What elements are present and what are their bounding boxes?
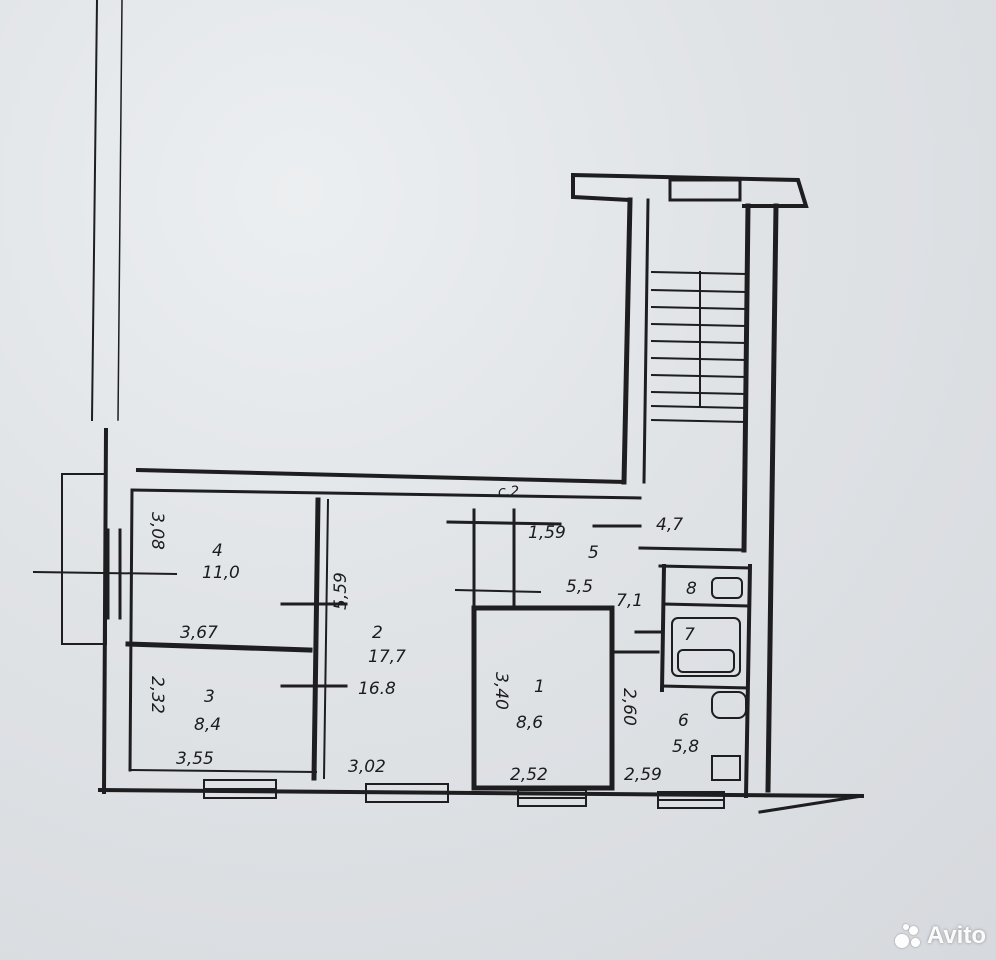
stair-wall-right-outer: [765, 203, 779, 793]
stair-wall-left-inner: [642, 198, 650, 484]
room1-width: 2,52: [510, 765, 548, 785]
section-line: [32, 570, 178, 576]
stair-wall-left-outer: [621, 197, 633, 485]
stair-landing: [638, 546, 746, 552]
room1-number: 1: [534, 677, 545, 697]
wall-room3-room2: [311, 497, 321, 781]
room1-height: 3,40: [491, 672, 511, 710]
closet-bottom: [454, 588, 542, 594]
corridor-label: с.2: [498, 484, 519, 500]
sheet-margin-line: [117, 0, 123, 421]
room4-area: 11,0: [202, 563, 240, 583]
bottom-windows: [203, 779, 725, 809]
room4-left-wall: [128, 488, 134, 772]
room4-number: 4: [212, 541, 223, 561]
room8-number: 8: [686, 579, 697, 599]
outer-wall-bottom: [97, 787, 865, 799]
stair-window: [668, 178, 742, 202]
bathtub-icon: [671, 617, 741, 677]
avito-logo-icon: [894, 924, 923, 948]
room2-number: 2: [372, 623, 383, 643]
wc-bath-wall: [662, 602, 750, 608]
bath-left-wall: [659, 563, 667, 693]
room2-width: 3,02: [348, 757, 386, 777]
bathtub-inner-icon: [677, 649, 735, 673]
room3-bottom: [130, 768, 318, 774]
wall-room4-room3: [125, 641, 313, 653]
room4-width: 3,67: [180, 623, 218, 643]
room1-walls: [471, 605, 615, 791]
stair-area-label: 4,7: [656, 515, 683, 535]
room7-number: 7: [684, 625, 695, 645]
room6-number: 6: [678, 711, 689, 731]
room3-height: 2,32: [147, 676, 167, 714]
room5-area: 5,5: [566, 577, 593, 597]
stair-treads: [650, 270, 748, 424]
room6-width: 2,59: [624, 765, 662, 785]
watermark: Avito: [894, 922, 986, 950]
room1-area: 8,6: [516, 713, 543, 733]
stair-wall-top-left: [571, 173, 633, 203]
room5-number: 5: [588, 543, 599, 563]
stove-icon: [711, 755, 741, 781]
bath-bottom-wall: [660, 684, 750, 690]
room5-extra: 7,1: [616, 591, 643, 611]
inner-wall-top: [130, 488, 642, 500]
room5-top: 1,59: [528, 523, 566, 543]
sink-icon: [711, 691, 747, 719]
room2-area-alt: 16.8: [358, 679, 396, 699]
room3-width: 3,55: [176, 749, 214, 769]
toilet-icon: [711, 577, 743, 599]
room3-area: 8,4: [194, 715, 221, 735]
watermark-text: Avito: [926, 922, 986, 949]
room4-height: 3,08: [147, 512, 167, 550]
outer-wall-top: [135, 467, 627, 485]
room2-height: 5,59: [331, 572, 351, 610]
sheet-margin-line: [90, 0, 99, 422]
room3-number: 3: [204, 687, 215, 707]
wc-top: [658, 564, 752, 570]
closet-top: [446, 520, 562, 526]
outer-wall-corner: [758, 794, 864, 814]
bath-right-wall: [743, 563, 753, 799]
left-balcony: [61, 473, 107, 645]
room6-height: 2,60: [619, 688, 639, 726]
room2-area: 17,7: [368, 647, 406, 667]
wall-room3-room2-inner: [322, 498, 330, 780]
room6-area: 5,8: [672, 737, 699, 757]
